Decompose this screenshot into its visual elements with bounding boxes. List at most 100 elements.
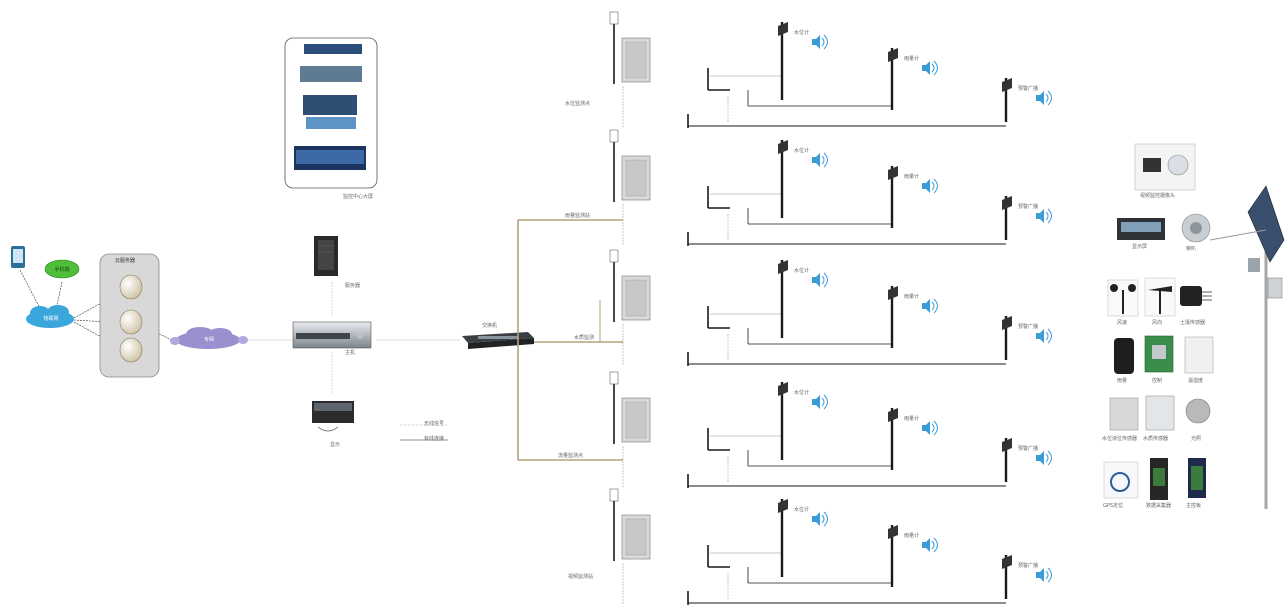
speaker-icon (1036, 328, 1052, 344)
mobile-node-ellipse (44, 259, 80, 279)
cabinet-icon (621, 397, 651, 443)
equipment-gps (1103, 461, 1139, 499)
equipment-display (1117, 218, 1165, 240)
sensor-pole-icon (888, 286, 898, 348)
speaker-icon (922, 537, 938, 553)
node-label: 水位计 (794, 30, 810, 36)
equipment-thermo (1184, 336, 1214, 374)
equipment-camera (1134, 143, 1196, 191)
sensor-pole-icon (778, 260, 788, 338)
sensor-pole-icon (1002, 555, 1012, 599)
equipment-label-0: 视频监控摄像头 (1140, 193, 1176, 199)
equipment-label-13: 数据采集器 (1146, 503, 1172, 509)
equipment-label-1: 显示屏 (1132, 244, 1148, 250)
sensor-pole-icon (1002, 438, 1012, 482)
node-label: 水位计 (794, 390, 810, 396)
equipment-label-5: 土壤传感器 (1180, 320, 1206, 326)
speaker-icon (812, 394, 828, 410)
sensor-pole-icon (778, 140, 788, 218)
branch-label-0: 水位监测点 (565, 101, 591, 107)
monitor-panel-label: 监控中心大屏 (343, 194, 374, 200)
branch-label-2: 水质监测 (574, 335, 595, 341)
private-cloud-label: 专网 (203, 337, 214, 343)
equipment-label-4: 风向 (1152, 320, 1163, 326)
node-label: 水位计 (794, 507, 810, 513)
sensor-pole-icon (778, 382, 788, 460)
sensor-pole-icon (888, 525, 898, 587)
equipment-label-14: 主控板 (1186, 503, 1202, 509)
node-label: 雨量计 (904, 56, 920, 62)
speaker-icon (1036, 90, 1052, 106)
rack-server-icon (292, 321, 372, 349)
node-label: 雨量计 (904, 174, 920, 180)
speaker-icon (922, 298, 938, 314)
speaker-icon (812, 511, 828, 527)
branch-row (609, 488, 1052, 605)
sensor-pole-icon (1002, 78, 1012, 122)
branch-label-4: 视频监测站 (568, 574, 594, 580)
node-label: 水位计 (794, 148, 810, 154)
trunk-lines (517, 219, 623, 461)
cabinet-icon (621, 275, 651, 321)
cloud-icon (26, 305, 74, 328)
phone-icon (11, 246, 25, 268)
cabinet-icon (621, 37, 651, 83)
private-cloud-icon (170, 327, 248, 349)
equipment-label-7: 控制 (1152, 378, 1163, 384)
sensor-pole-icon (888, 166, 898, 228)
equipment-level-sensor (1109, 397, 1139, 431)
speaker-icon (1036, 567, 1052, 583)
equipment-anemometer (1107, 279, 1139, 317)
node-label: 水位计 (794, 268, 810, 274)
cloud-label: 物联网 (43, 316, 59, 322)
sensor-pole-icon (1002, 196, 1012, 240)
node-label: 预警广播 (1018, 324, 1039, 330)
equipment-label-6: 雨量 (1117, 378, 1128, 384)
sensor-pole-icon (888, 48, 898, 110)
network-cluster (11, 246, 300, 378)
equipment-label-2: 喇叭 (1186, 246, 1197, 252)
switch-icon (462, 332, 534, 349)
server-group-title: 云服务器 (115, 258, 136, 264)
equipment-mainboard (1188, 458, 1206, 498)
equipment-label-12: GPS定位 (1103, 503, 1124, 509)
node-label: 预警广播 (1018, 563, 1039, 569)
node-label: 预警广播 (1018, 446, 1039, 452)
server-tower-label: 服务器 (345, 283, 361, 289)
sensor-pole-icon (778, 22, 788, 100)
equipment-controller (1144, 335, 1174, 373)
speaker-icon (922, 60, 938, 76)
legend (400, 424, 448, 441)
sensor-pole-icon (778, 499, 788, 577)
equipment-label-9: 水位液位传感器 (1102, 436, 1138, 442)
cabinet-icon (621, 514, 651, 560)
node-label: 雨量计 (904, 294, 920, 300)
branch-rows (609, 11, 1052, 605)
rack-server-label: 主机 (345, 350, 356, 356)
equipment-rain-gauge (1114, 338, 1134, 374)
node-label: 预警广播 (1018, 86, 1039, 92)
equipment-light-sensor (1185, 398, 1211, 424)
solar-pole-icon (1209, 185, 1285, 509)
branch-row (609, 249, 1052, 366)
node-label: 雨量计 (904, 416, 920, 422)
equipment-label-10: 水质传感器 (1143, 436, 1169, 442)
equipment-datalogger (1150, 458, 1168, 500)
equipment-vane (1144, 277, 1176, 317)
equipment-soil-sensor (1180, 286, 1212, 306)
node-label: 雨量计 (904, 533, 920, 539)
branch-row (609, 129, 1052, 246)
sensor-pole-icon (1002, 316, 1012, 360)
speaker-icon (812, 34, 828, 50)
server-tower-icon (314, 236, 338, 276)
speaker-icon (1036, 450, 1052, 466)
speaker-icon (812, 152, 828, 168)
speaker-icon (1036, 208, 1052, 224)
branch-label-3: 流量监测点 (558, 453, 584, 459)
equipment-label-8: 温湿度 (1188, 378, 1204, 384)
node-label: 预警广播 (1018, 204, 1039, 210)
branch-row (609, 11, 1052, 128)
branch-row (609, 371, 1052, 488)
speaker-icon (812, 272, 828, 288)
